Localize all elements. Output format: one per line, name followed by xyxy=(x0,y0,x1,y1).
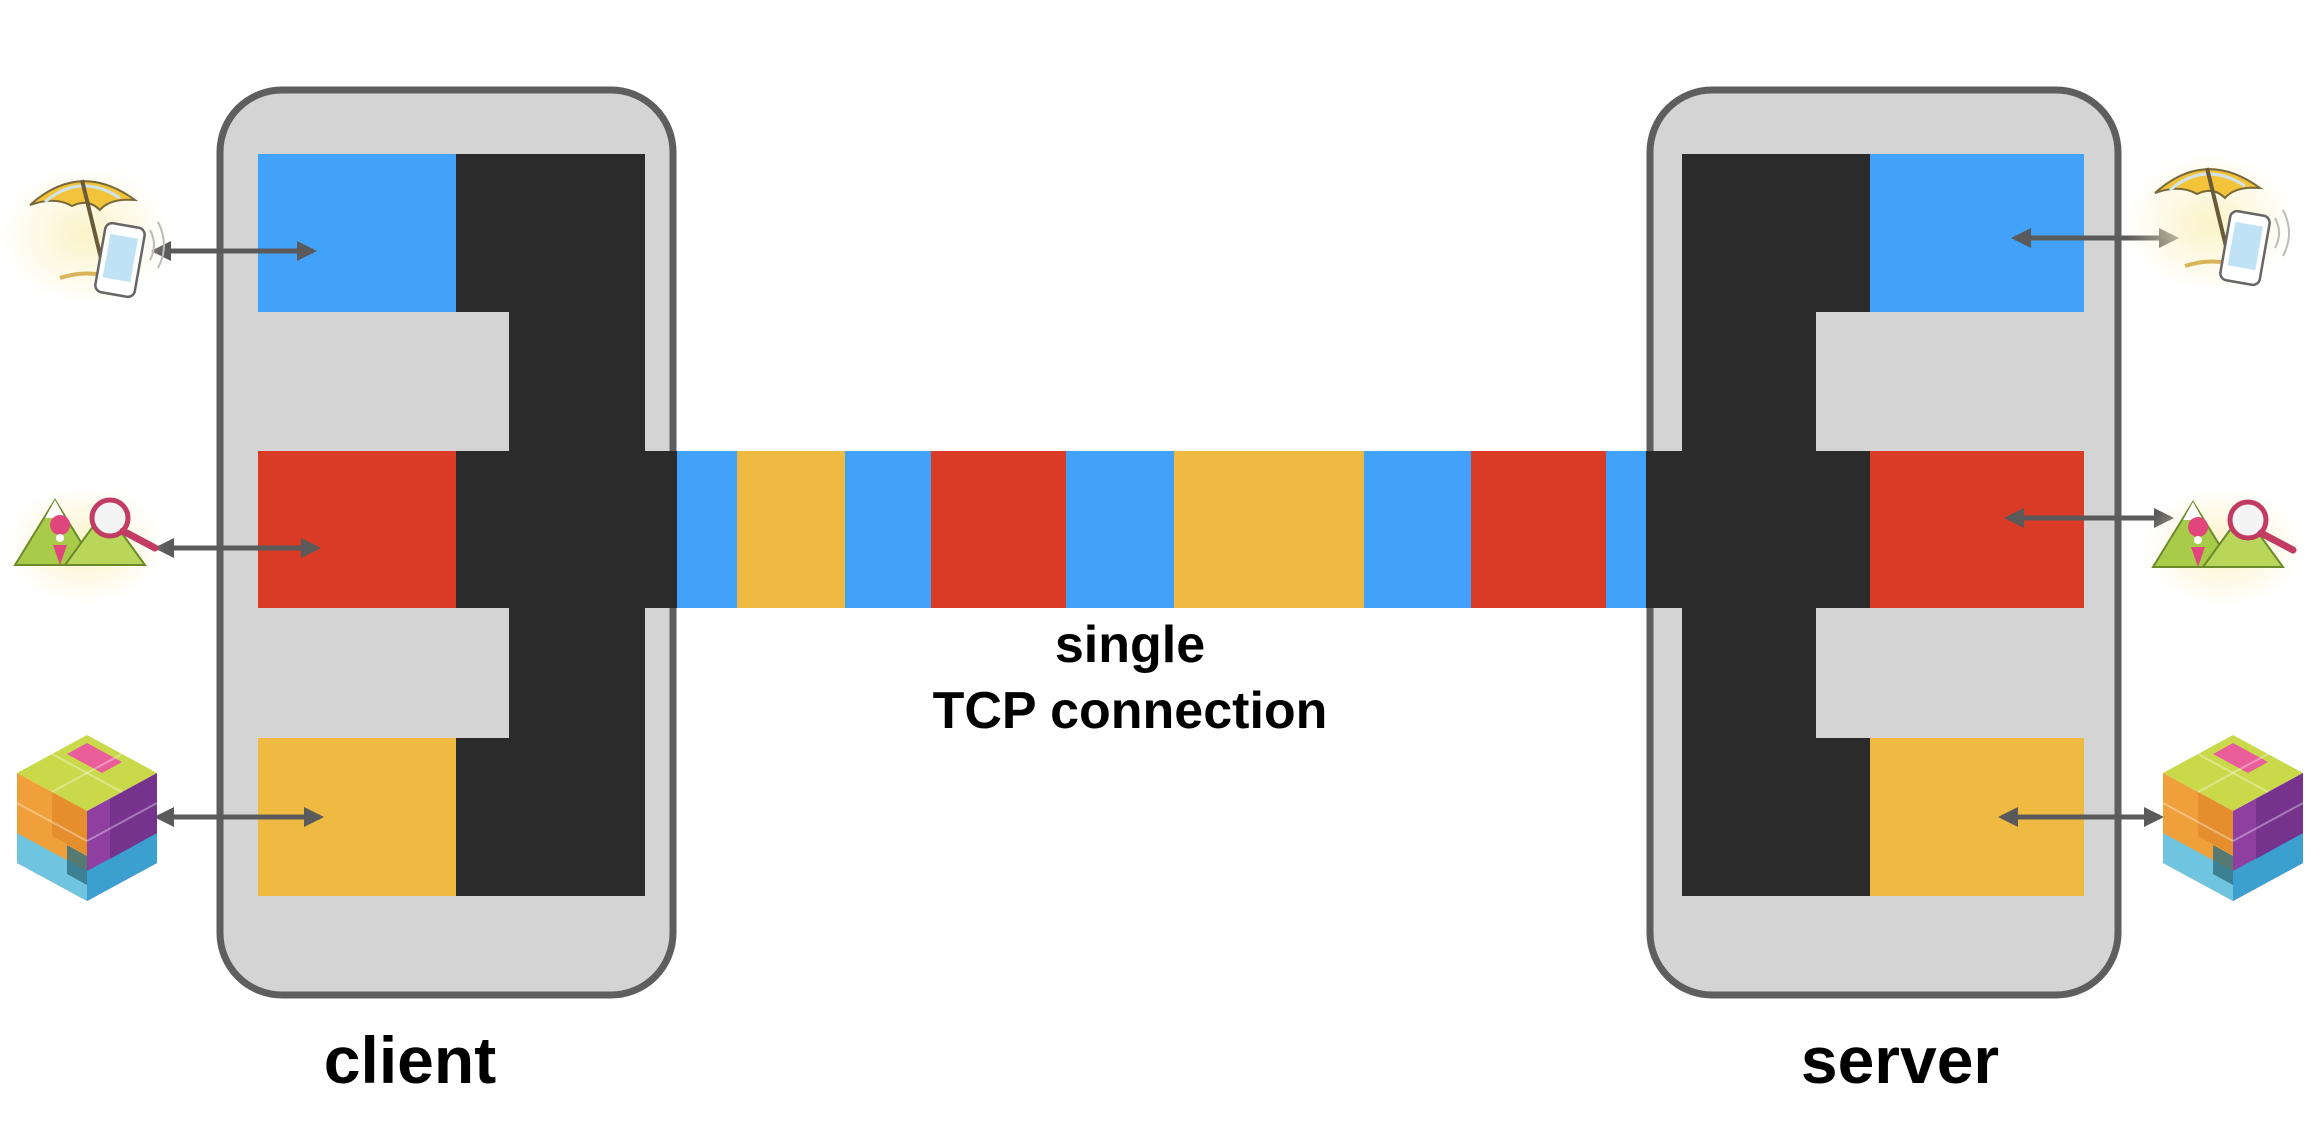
client-stream-blue xyxy=(258,154,458,312)
client-label: client xyxy=(323,1023,497,1097)
client-multiplexer xyxy=(456,154,677,896)
tcp-frame-red xyxy=(931,451,1067,608)
server-multiplexer xyxy=(1645,154,1870,896)
tcp-frame-blue xyxy=(1364,451,1472,608)
tcp-label-line1: single xyxy=(1054,616,1206,674)
server-label: server xyxy=(1800,1023,2000,1097)
mountains-map-search-icon xyxy=(2143,487,2303,607)
tcp-connection-label: single TCP connection xyxy=(880,612,1380,744)
tcp-frame-blue xyxy=(1066,451,1175,608)
server-stream-red xyxy=(1868,451,2084,608)
tcp-frame-blue xyxy=(845,451,932,608)
beach-umbrella-phone-icon xyxy=(0,165,170,305)
colorful-cube-icon xyxy=(2162,735,2304,901)
tcp-frame-red xyxy=(1471,451,1607,608)
server-stream-blue xyxy=(1868,154,2084,312)
server-device xyxy=(1645,86,2122,999)
tcp-frame-blue xyxy=(1606,451,1646,608)
tcp-label-line2: TCP connection xyxy=(932,682,1328,740)
mountains-map-search-icon xyxy=(5,485,165,605)
tcp-frame-yellow xyxy=(737,451,846,608)
colorful-cube-icon xyxy=(16,735,158,901)
tcp-frame-blue xyxy=(677,451,738,608)
tcp-frame-yellow xyxy=(1174,451,1365,608)
tcp-connection xyxy=(677,451,1646,608)
client-stream-red xyxy=(258,451,458,608)
client-device xyxy=(216,86,677,999)
beach-umbrella-phone-icon xyxy=(2125,153,2295,293)
